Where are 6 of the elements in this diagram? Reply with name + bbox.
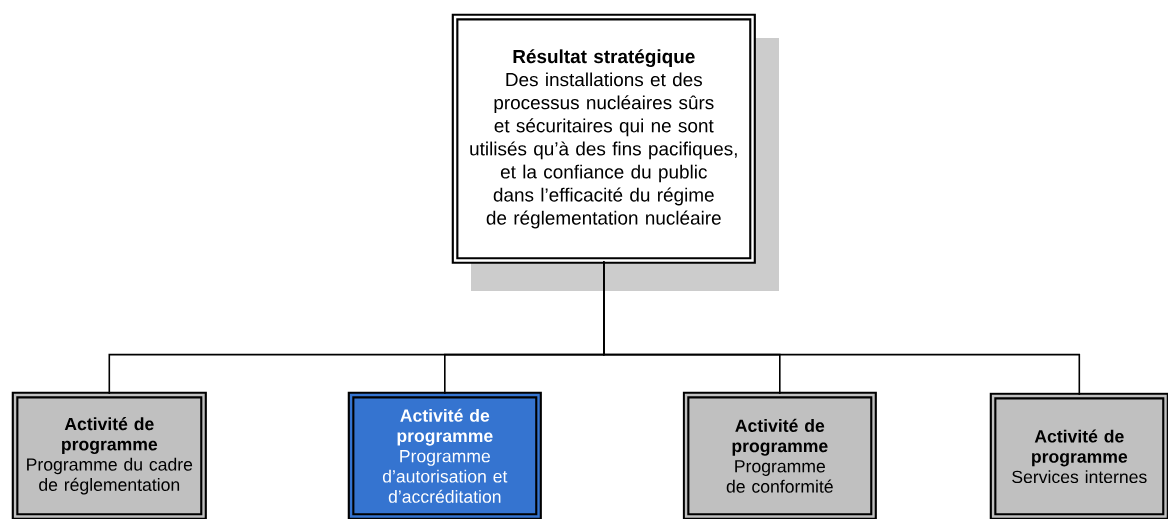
- program-activity-box: Activité de programme Services internes: [989, 392, 1168, 519]
- program-activity-box: Activité de programme Programme de conformité: [682, 391, 877, 519]
- result-box: Résultat stratégique Des installations et des processus nucléaires sûrs et sécuritaires qui ne sont utilisés qu’à des fins pacifiques, et la confiance du public dans l’efficacité du régime de réglementation nucléaire: [451, 13, 756, 264]
- program-activity-box: Activité de programme Programme du cadre de réglementation: [11, 391, 207, 519]
- program-activity-box: Activité de programme Programme d’autorisation et d’accréditation: [347, 391, 542, 519]
- connector-line: [603, 260, 1081, 396]
